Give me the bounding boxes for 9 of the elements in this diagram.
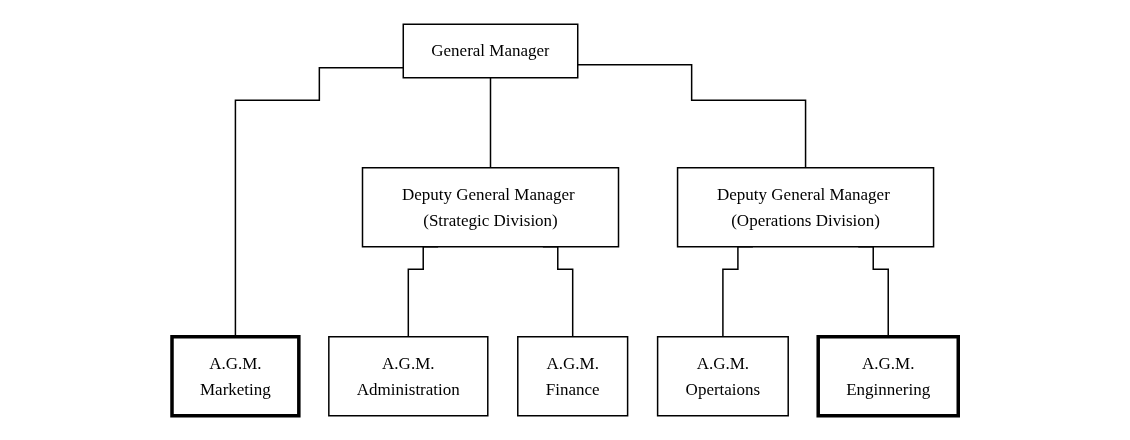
node-box: A.G.M. Administration bbox=[327, 336, 489, 417]
node-box: Deputy General Manager (Strategic Division) bbox=[361, 167, 620, 248]
connector bbox=[489, 77, 492, 169]
node-box: A.G.M. Enginnering bbox=[816, 335, 960, 418]
node-box: Deputy General Manager (Operations Division) bbox=[676, 167, 935, 248]
node-box: A.G.M. Marketing bbox=[170, 335, 301, 418]
node-box: A.G.M. Opertaions bbox=[656, 336, 789, 417]
node-box: General Manager bbox=[402, 23, 579, 79]
node-box: A.G.M. Finance bbox=[516, 336, 629, 417]
